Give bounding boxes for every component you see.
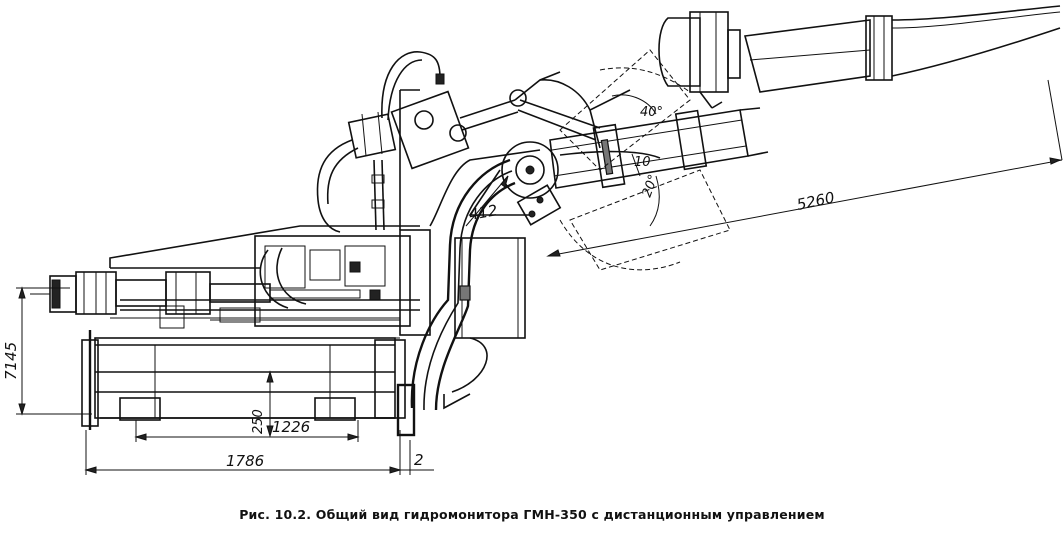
dim-7145: 7145: [2, 342, 20, 380]
gmn350-drawing: 7145 250 1226 1786 2 412 5260 40° 10 20°: [2, 5, 1063, 475]
dim-412: 412: [468, 201, 499, 224]
angle-10: 10: [634, 155, 651, 170]
dim-2: 2: [414, 451, 424, 469]
upper-linkage: [316, 51, 601, 233]
dim-1786: 1786: [226, 452, 264, 470]
barrel-main: [549, 89, 769, 189]
dim-250: 250: [251, 409, 266, 434]
dimension-lines: [16, 79, 1063, 475]
dim-5260: 5260: [795, 188, 836, 214]
elbow-pipe: [410, 158, 526, 411]
pivot-head: [468, 141, 661, 226]
upper-nozzle: [658, 5, 1061, 109]
control-housing: [109, 225, 431, 336]
angle-40: 40°: [640, 105, 663, 120]
base-frame: [81, 317, 416, 437]
angle-20: 20°: [640, 173, 662, 200]
barrel-raised-outline: [559, 49, 731, 271]
dim-1226: 1226: [272, 418, 310, 436]
rear-cylinder: [30, 271, 271, 315]
figure-caption: Рис. 10.2. Общий вид гидромонитора ГМН-3…: [239, 507, 825, 522]
